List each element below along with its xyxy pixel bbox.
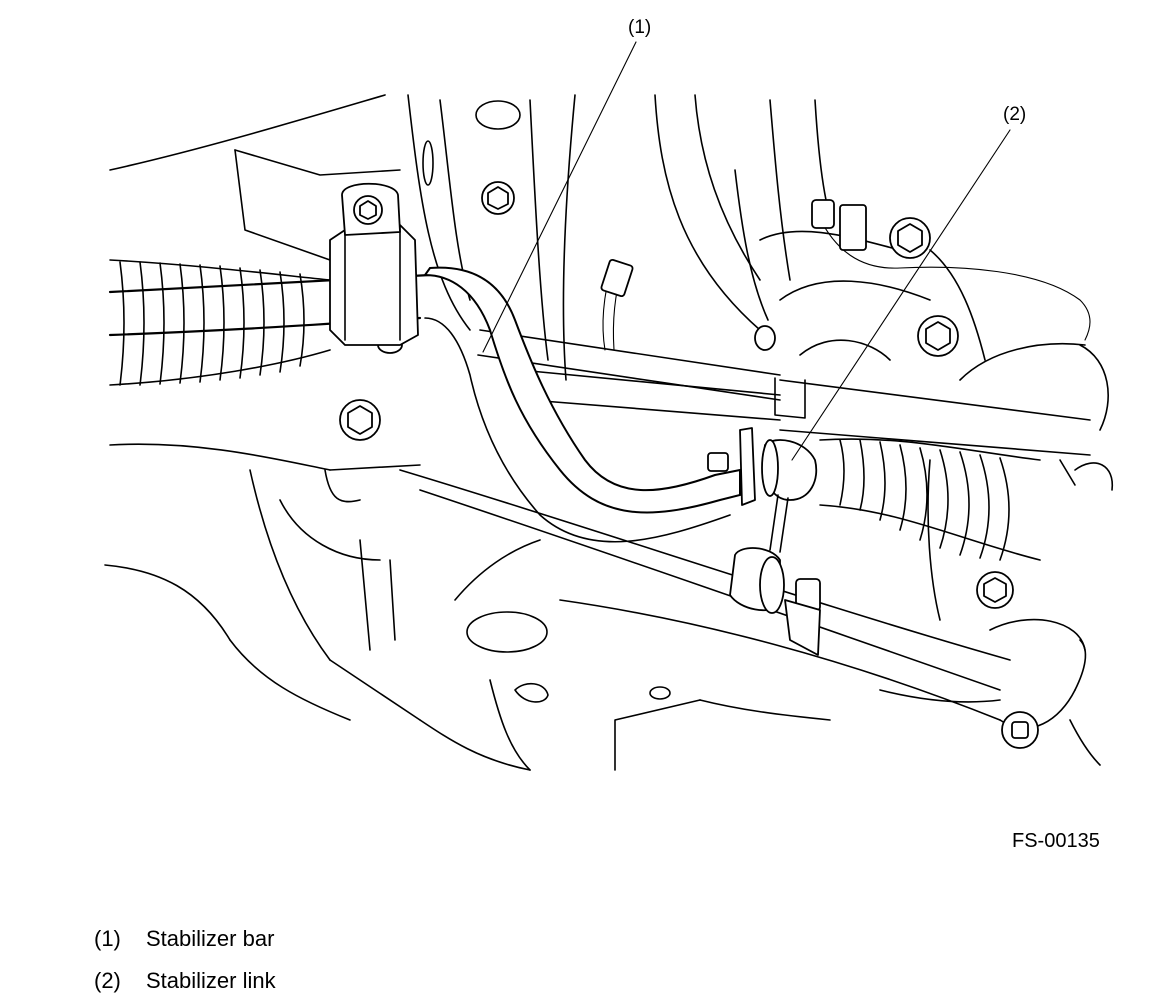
legend-label: Stabilizer bar [146,926,275,951]
knuckle [759,230,1113,491]
suspension-illustration: (1) (2) [104,17,1113,771]
legend-label: Stabilizer link [146,968,276,993]
bolts [339,181,1039,749]
stabilizer-link [729,427,821,656]
callout-leaders [482,41,1011,461]
mounting-holes [422,100,671,703]
callout-1: (1) [628,17,651,38]
legend-item-stabilizer-bar: (1) Stabilizer bar [94,918,276,960]
legend-number: (1) [94,926,121,951]
vehicle-body-outline [104,94,1101,771]
figure-id: FS-00135 [1012,830,1100,852]
legend-number: (2) [94,968,121,993]
steering-boot-left [109,259,331,386]
stabilizer-bar [108,182,741,543]
legend-item-stabilizer-link: (2) Stabilizer link [94,960,276,1002]
legend: (1) Stabilizer bar (2) Stabilizer link [94,918,276,1002]
steering-boot-right [819,438,1041,621]
sensor-wire [600,199,1091,351]
callout-2: (2) [1003,104,1026,125]
lower-arm [324,464,1087,729]
tie-rod [477,329,1091,456]
